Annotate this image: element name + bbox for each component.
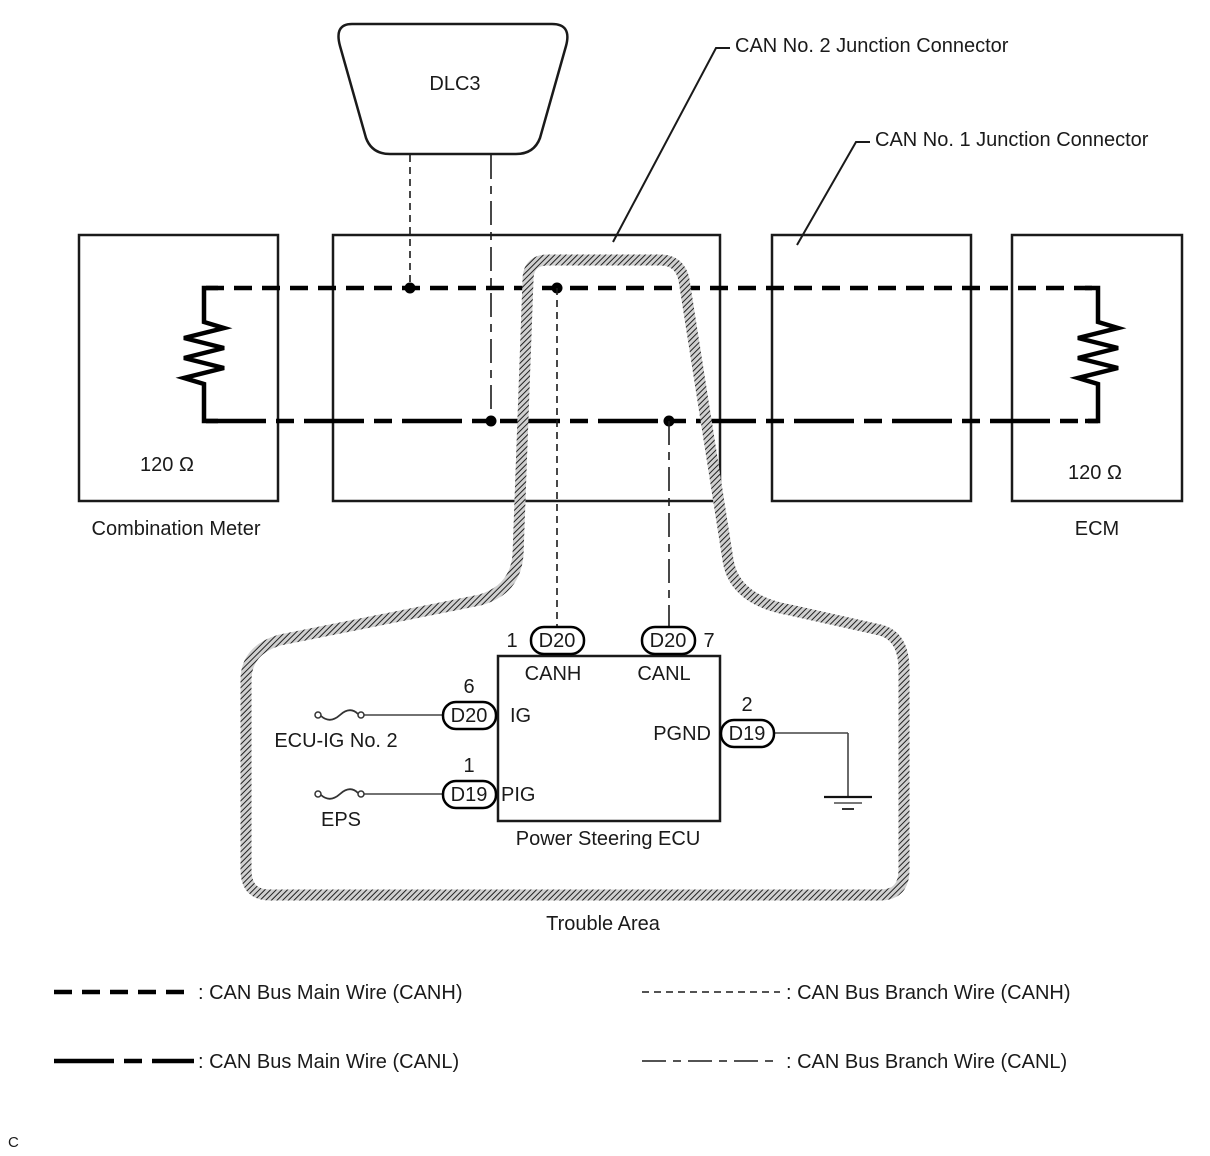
terminal-pig-name: PIG — [501, 784, 535, 806]
ecm-resistance: 120 Ω — [1068, 462, 1122, 484]
power-steering-ecu-box — [496, 654, 722, 823]
power-steering-ecu-label: Power Steering ECU — [516, 828, 701, 850]
terminal-canl-name: CANL — [637, 663, 690, 685]
ecm-resistor — [1069, 285, 1127, 424]
ecm-label: ECM — [1075, 518, 1119, 540]
trouble-area-outline — [240, 254, 910, 901]
connector-d19-pig-label: D19 — [451, 784, 488, 806]
can-jc2-label: CAN No. 2 Junction Connector — [735, 35, 1009, 57]
can-jc1-label: CAN No. 1 Junction Connector — [875, 129, 1149, 151]
legend-label-branch-canl: : CAN Bus Branch Wire (CANL) — [786, 1051, 1067, 1073]
connector-d20-ig — [441, 700, 498, 731]
pin-pig-number: 1 — [463, 755, 474, 777]
footer-code: C — [8, 1134, 19, 1151]
connector-d19-pgnd — [719, 718, 776, 749]
legend: : CAN Bus Main Wire (CANH) : CAN Bus Mai… — [54, 982, 1071, 1073]
legend-label-main-canh: : CAN Bus Main Wire (CANH) — [198, 982, 462, 1004]
fuse-ecu-ig-label: ECU-IG No. 2 — [274, 730, 397, 752]
trouble-area-label: Trouble Area — [546, 913, 661, 935]
can-jc1-box — [770, 233, 973, 503]
combination-meter-resistor — [175, 285, 233, 424]
ground-icon — [824, 795, 872, 810]
fuse-eps-icon — [314, 788, 365, 800]
legend-label-branch-canh: : CAN Bus Branch Wire (CANH) — [786, 982, 1071, 1004]
terminal-ig-name: IG — [510, 705, 531, 727]
dlc3-connector: DLC3 — [337, 22, 569, 156]
can-jc2-box — [331, 233, 722, 503]
terminal-canh-name: CANH — [525, 663, 582, 685]
connector-d19-pgnd-label: D19 — [729, 723, 766, 745]
junction-node — [404, 282, 416, 294]
pin-pgnd-number: 2 — [741, 694, 752, 716]
connector-d20-canh — [529, 625, 586, 656]
connector-d19-pig — [441, 779, 498, 810]
connector-d20-ig-label: D20 — [451, 705, 488, 727]
connector-d20-canl-label: D20 — [650, 630, 687, 652]
legend-label-main-canl: : CAN Bus Main Wire (CANL) — [198, 1051, 459, 1073]
dlc3-label: DLC3 — [429, 73, 480, 95]
can-jc2-leader — [612, 47, 730, 243]
connector-d20-canl — [640, 625, 697, 656]
junction-node — [485, 415, 497, 427]
combination-meter-resistance: 120 Ω — [140, 454, 194, 476]
pin-canh-number: 1 — [506, 630, 517, 652]
pin-canl-number: 7 — [703, 630, 714, 652]
fuse-ecu-ig-icon — [314, 709, 365, 721]
connector-d20-canh-label: D20 — [539, 630, 576, 652]
combination-meter-label: Combination Meter — [92, 518, 261, 540]
terminal-pgnd-name: PGND — [653, 723, 711, 745]
combination-meter-box — [77, 233, 280, 503]
can-jc1-leader — [796, 141, 870, 246]
fuse-eps-label: EPS — [321, 809, 361, 831]
pin-ig-number: 6 — [463, 676, 474, 698]
ecm-box — [1010, 233, 1184, 503]
